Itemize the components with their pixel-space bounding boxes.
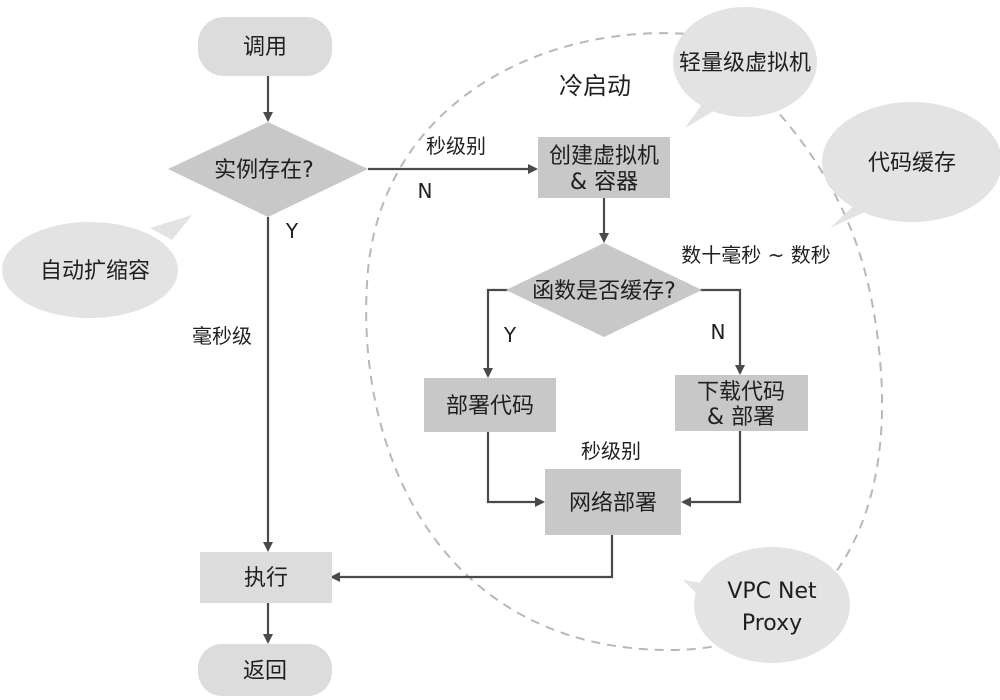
edge-deploy-to-network [486,432,545,507]
node-create-vm-line1: 创建虚拟机 [549,144,659,169]
edge-network-to-execute [330,535,614,582]
bubble-lightweight-vm: 轻量级虚拟机 [673,7,817,128]
node-create-vm: 创建虚拟机 & 容器 [538,137,670,198]
node-download-line1: 下载代码 [697,380,785,405]
node-network-deploy-text: 网络部署 [569,491,657,516]
node-download-line2: & 部署 [707,405,775,430]
node-return: 返回 [198,644,332,696]
node-network-deploy: 网络部署 [545,469,681,535]
node-instance-exists: 实例存在? [168,122,368,217]
bubble-code-cache: 代码缓存 [822,102,1000,228]
node-instance-exists-text: 实例存在? [214,158,314,183]
label-milliseconds: 毫秒级 [192,324,252,348]
label-y-2: Y [503,323,517,347]
node-return-text: 返回 [243,659,287,684]
bubble-code-cache-text: 代码缓存 [868,151,956,176]
bubble-vpc-line2: Proxy [742,611,802,636]
label-seconds-2: 秒级别 [581,439,641,463]
bubble-lightweight-vm-text: 轻量级虚拟机 [679,51,811,76]
node-func-cached: 函数是否缓存? [506,243,702,337]
node-execute: 执行 [200,552,332,603]
label-cold-start: 冷启动 [559,72,631,100]
node-func-cached-text: 函数是否缓存? [532,279,676,304]
label-n-1: N [418,179,433,203]
node-invoke: 调用 [198,17,332,76]
cold-start-boundary [365,32,884,652]
edge-download-to-network [681,431,742,507]
label-tens-ms: 数十毫秒 ~ 数秒 [681,243,830,267]
label-y-1: Y [285,219,299,243]
node-invoke-text: 调用 [243,35,287,60]
edge-cache-to-download [700,288,745,375]
node-download: 下载代码 & 部署 [675,375,808,431]
edge-cache-to-deploy [483,288,510,378]
label-seconds-1: 秒级别 [426,134,486,158]
label-n-2: N [711,320,726,344]
bubble-autoscale: 自动扩缩容 [2,215,192,318]
node-deploy-code-text: 部署代码 [446,394,534,419]
bubble-vpc-proxy: VPC Net Proxy [683,547,850,663]
node-deploy-code: 部署代码 [424,378,556,432]
node-create-vm-line2: & 容器 [570,170,638,195]
bubble-vpc-line1: VPC Net [727,579,817,604]
bubble-autoscale-text: 自动扩缩容 [40,259,150,284]
node-execute-text: 执行 [244,566,288,591]
